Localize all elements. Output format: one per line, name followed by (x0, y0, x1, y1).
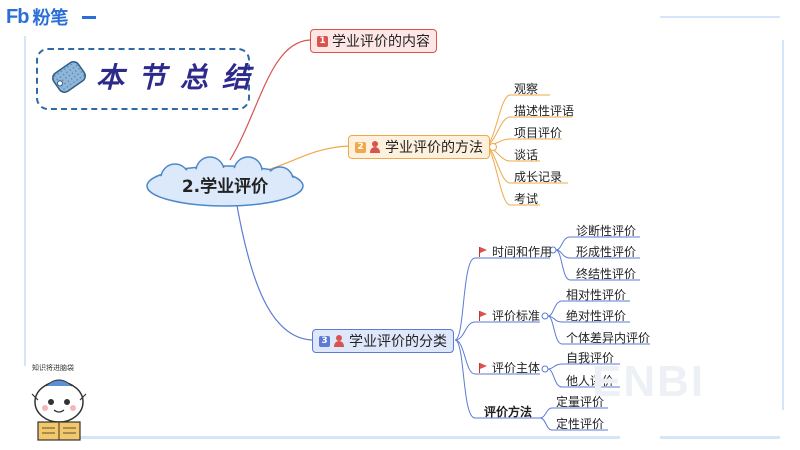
badge-1: 1 (317, 35, 328, 47)
branch-3-node: 3 学业评价的分类 (312, 329, 454, 353)
person-icon (334, 335, 344, 347)
root-cloud-icon (146, 156, 304, 207)
collapse-dot (489, 143, 497, 151)
frame-bottom-line (80, 436, 620, 439)
badge-3: 3 (319, 335, 330, 347)
branch-3-label: 学业评价的分类 (349, 334, 447, 350)
mascot-caption: 知识将进脑袋 (32, 364, 74, 372)
flag-icon (479, 310, 487, 321)
flag-icon (479, 362, 487, 373)
class-item: 定性评价 (556, 417, 605, 431)
root-node-label: 2.学业评价 (181, 177, 269, 197)
class-item: 形成性评价 (576, 245, 637, 259)
tag-icon (52, 60, 86, 94)
group-standard: 评价标准 (479, 307, 540, 324)
person-icon (370, 141, 380, 153)
method-item: 谈话 (514, 148, 539, 162)
group-time-role: 时间和作用 (479, 243, 552, 260)
watermark: ENBI (592, 357, 706, 406)
group-subject: 评价主体 (479, 359, 540, 376)
class-item: 他人评价 (566, 374, 615, 388)
group-label: 时间和作用 (492, 245, 553, 259)
branch-2-label: 学业评价的方法 (385, 140, 483, 156)
brand-mark: Fb (6, 5, 29, 28)
class-item: 诊断性评价 (576, 224, 637, 238)
group-label: 评价标准 (492, 309, 541, 323)
brand-dash (82, 15, 97, 19)
class-item: 定量评价 (556, 395, 605, 409)
method-item: 考试 (514, 192, 539, 206)
method-item: 观察 (514, 82, 539, 96)
summary-title: 本节总结 (96, 61, 265, 94)
frame-right-line (782, 40, 784, 410)
brand-name: 粉笔 (32, 8, 69, 29)
badge-2: 2 (355, 141, 366, 153)
group-label: 评价主体 (492, 361, 541, 375)
method-item: 成长记录 (514, 170, 563, 184)
branch-1-label: 学业评价的内容 (332, 34, 430, 50)
class-item: 个体差异内评价 (566, 331, 651, 345)
branch-1-node: 1 学业评价的内容 (310, 29, 437, 53)
class-item: 绝对性评价 (566, 309, 627, 323)
class-item: 自我评价 (566, 351, 615, 365)
group-method: 评价方法 (484, 405, 533, 419)
flag-icon (479, 246, 487, 257)
class-item: 相对性评价 (566, 288, 627, 302)
frame-bottom-right-line (660, 436, 780, 439)
class-item: 终结性评价 (576, 267, 637, 281)
frame-top-line (660, 16, 780, 18)
frame-left-line (24, 36, 26, 366)
method-item: 描述性评语 (514, 104, 575, 118)
brand-logo: Fb 粉笔 (6, 4, 97, 30)
branch-2-node: 2 学业评价的方法 (348, 135, 490, 159)
method-item: 项目评价 (514, 126, 563, 140)
mascot-icon (31, 379, 87, 441)
